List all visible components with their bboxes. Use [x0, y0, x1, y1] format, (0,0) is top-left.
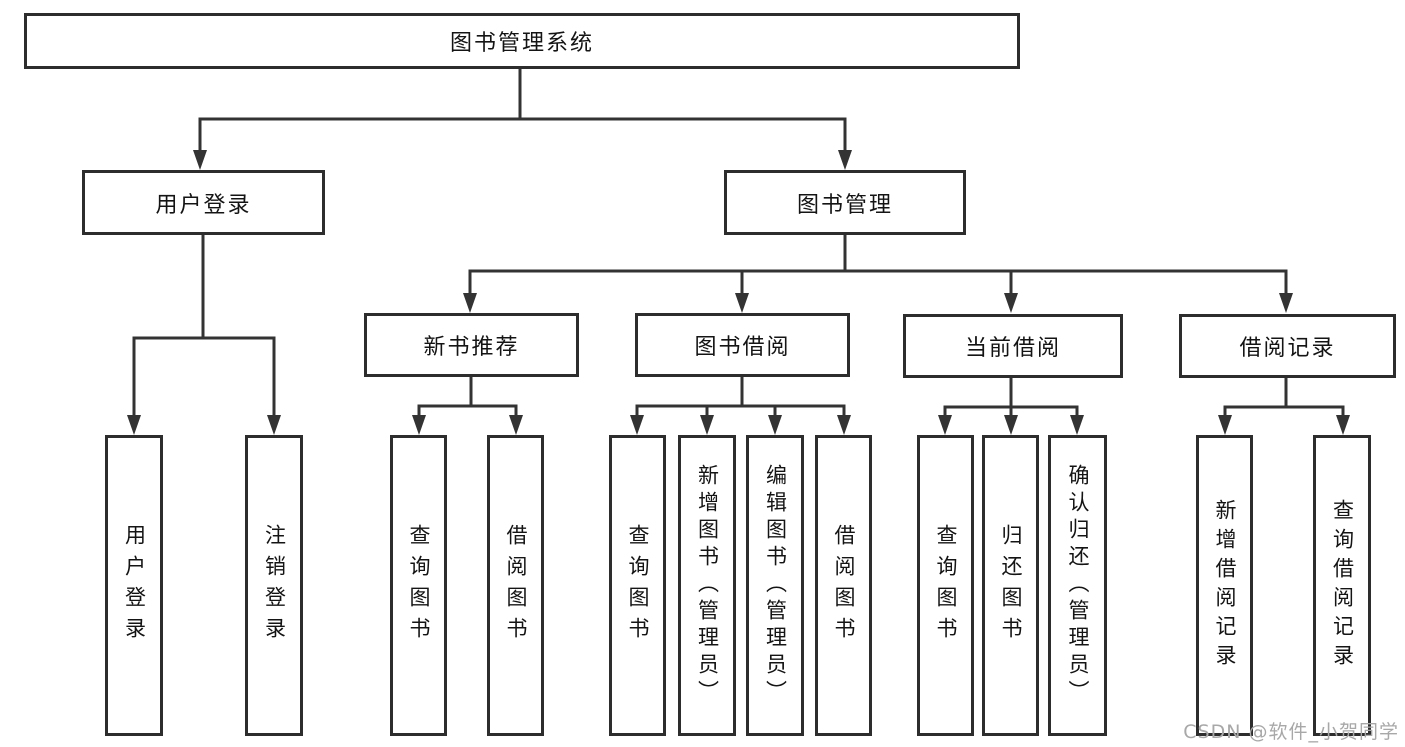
leaf-query-books-current: 查询图书	[917, 435, 974, 736]
csdn-watermark: CSDN @软件_小贺同学	[1183, 721, 1399, 743]
arrowheads-root-to-level2	[193, 150, 852, 170]
connector-user-login-branch	[132, 234, 276, 420]
leaf-return-books: 归还图书	[982, 435, 1039, 736]
arrowheads-user-login-branch	[127, 415, 281, 435]
connector-book-borrow-branch	[635, 376, 846, 420]
node-user-login: 用户登录	[82, 170, 325, 235]
leaf-query-books-newbook: 查询图书	[390, 435, 447, 736]
connector-new-book-branch	[417, 376, 518, 420]
connector-book-management-branch	[468, 234, 1288, 297]
arrowheads-book-management-branch	[463, 293, 1293, 313]
connector-root-to-level2	[198, 68, 847, 153]
connector-current-borrow-branch	[943, 377, 1079, 420]
node-borrow-records: 借阅记录	[1179, 314, 1396, 378]
arrowheads-book-borrow-branch	[630, 415, 851, 435]
leaf-confirm-return-admin: 确认归还（管理员）	[1048, 435, 1107, 736]
arrowheads-borrow-records-branch	[1218, 415, 1350, 435]
leaf-borrow-books-newbook: 借阅图书	[487, 435, 544, 736]
leaf-query-borrow-record: 查询借阅记录	[1313, 435, 1371, 736]
arrowheads-current-borrow-branch	[938, 415, 1084, 435]
leaf-edit-book-admin: 编辑图书（管理员）	[746, 435, 804, 736]
leaf-add-book-admin: 新增图书（管理员）	[678, 435, 736, 736]
node-current-borrow: 当前借阅	[903, 314, 1123, 378]
leaf-user-login: 用户登录	[105, 435, 163, 736]
connector-borrow-records-branch	[1223, 377, 1345, 420]
node-book-borrow: 图书借阅	[635, 313, 850, 377]
node-book-management: 图书管理	[724, 170, 966, 235]
arrowheads-new-book-branch	[412, 415, 523, 435]
leaf-query-books-borrow: 查询图书	[609, 435, 666, 736]
leaf-borrow-books-borrow: 借阅图书	[815, 435, 872, 736]
node-new-book-recommend: 新书推荐	[364, 313, 579, 377]
leaf-logout: 注销登录	[245, 435, 303, 736]
leaf-add-borrow-record: 新增借阅记录	[1196, 435, 1253, 736]
node-root-system: 图书管理系统	[24, 13, 1020, 69]
